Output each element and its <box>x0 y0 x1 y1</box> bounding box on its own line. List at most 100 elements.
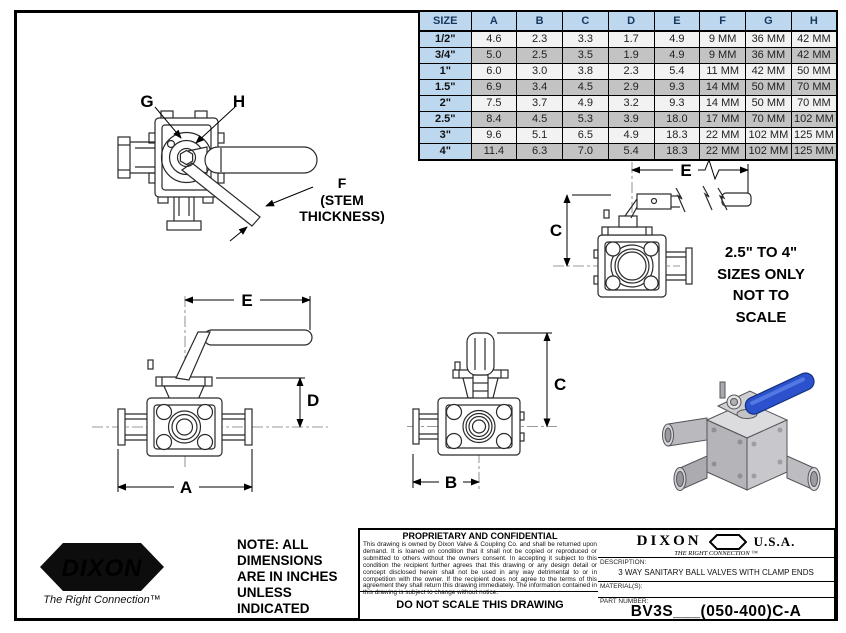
table-header-cell: B <box>516 10 563 32</box>
clamp-end-right <box>222 408 253 446</box>
title-block-right: DIXON U.S.A. THE RIGHT CONNECTION ™ DESC… <box>598 528 836 621</box>
table-cell: 9.3 <box>653 95 701 112</box>
table-size-cell: 1/2" <box>418 30 472 48</box>
dim-label-h: H <box>233 92 245 111</box>
clamp-end-bottom <box>166 197 202 231</box>
table-cell: 22 MM <box>699 127 746 144</box>
proprietary-title: PROPRIETARY AND CONFIDENTIAL <box>402 531 558 541</box>
table-cell: 3.8 <box>562 63 609 80</box>
table-cell: 125 MM <box>790 127 838 144</box>
table-cell: 3.3 <box>562 30 609 48</box>
table-cell: 4.9 <box>653 47 701 64</box>
dim-label-d: D <box>307 391 319 410</box>
table-cell: 3.2 <box>607 95 655 112</box>
valve-handle <box>147 329 313 403</box>
dim-label-e2: E <box>680 161 691 180</box>
table-size-cell: 4" <box>418 143 472 161</box>
table-cell: 18.3 <box>653 127 701 144</box>
dim-label-g: G <box>140 92 153 111</box>
table-header-row: SIZE A B C D E F G H <box>418 10 838 32</box>
table-cell: 3.0 <box>516 63 563 80</box>
table-cell: 5.3 <box>562 111 609 128</box>
logo-tagline: The Right Connection™ <box>43 594 161 606</box>
scale-note-line: NOT TO <box>732 287 790 304</box>
hexagon-logo-icon <box>708 533 747 550</box>
part-number-value: BV3S___(050-400)C-A <box>630 603 802 620</box>
proprietary-text: This drawing is owned by Dixon Valve & C… <box>363 541 597 597</box>
table-cell: 36 MM <box>745 47 792 64</box>
clamp-end-left <box>117 408 147 446</box>
table-cell: 5.4 <box>653 63 701 80</box>
description-label: DESCRIPTION: <box>600 559 647 566</box>
table-header-cell: A <box>470 10 518 32</box>
vertical-handle <box>452 332 509 401</box>
broken-handle <box>601 185 752 236</box>
brand-tagline: THE RIGHT CONNECTION ™ <box>674 550 758 557</box>
table-size-cell: 2.5" <box>418 111 472 128</box>
clamp-end-right-large <box>666 247 693 285</box>
table-header-cell: SIZE <box>418 10 472 32</box>
table-header-cell: G <box>745 10 792 32</box>
materials-section: MATERIAL(S): <box>598 582 834 598</box>
front-view-drawing: E D <box>92 292 328 497</box>
valve-body-side <box>437 397 525 456</box>
table-cell: 70 MM <box>790 95 838 112</box>
table-cell: 5.1 <box>516 127 563 144</box>
dixon-logo-text: DIXON <box>61 555 142 582</box>
top-view-drawing: G H F (STEM THICKNESS) <box>117 92 385 242</box>
table-cell: 6.3 <box>516 143 563 161</box>
table-cell: 3.7 <box>516 95 563 112</box>
valve-body-front <box>146 397 223 457</box>
dimension-E <box>184 296 311 330</box>
table-cell: 6.0 <box>470 63 518 80</box>
scale-note: 2.5" TO 4" SIZES ONLY NOT TO SCALE <box>700 242 822 328</box>
dim-label-e: E <box>241 292 252 310</box>
table-cell: 42 MM <box>790 47 838 64</box>
dimensions-note: NOTE: ALL DIMENSIONS ARE IN INCHES UNLES… <box>237 537 338 616</box>
title-block-left: PROPRIETARY AND CONFIDENTIAL This drawin… <box>358 528 602 621</box>
table-header-cell: E <box>653 10 701 32</box>
description-section: DESCRIPTION: 3 WAY SANITARY BALL VALVES … <box>598 558 834 582</box>
valve-product-image <box>662 372 821 491</box>
table-cell: 22 MM <box>699 143 746 161</box>
break-mark <box>717 187 728 211</box>
table-size-cell: 1.5" <box>418 79 472 96</box>
table-cell: 18.0 <box>653 111 701 128</box>
blue-handle <box>744 372 815 415</box>
table-cell: 7.0 <box>562 143 609 161</box>
dim-label-f-stem: (STEM <box>320 192 364 208</box>
do-not-scale-notice: DO NOT SCALE THIS DRAWING <box>396 599 564 611</box>
table-cell: 102 MM <box>790 111 838 128</box>
table-cell: 50 MM <box>745 95 792 112</box>
table-cell: 14 MM <box>699 95 746 112</box>
table-header-cell: C <box>562 10 609 32</box>
scale-note-line: SIZES ONLY <box>717 265 805 283</box>
clamp-end-left <box>117 136 155 179</box>
valve-body-front-large <box>593 234 667 298</box>
dim-label-a: A <box>180 478 192 497</box>
table-size-cell: 3" <box>418 127 472 144</box>
table-cell: 9 MM <box>699 30 746 48</box>
table-cell: 4.5 <box>516 111 563 128</box>
dimension-C <box>497 332 552 428</box>
table-cell: 2.3 <box>607 63 655 80</box>
side-view-drawing: C B <box>407 332 566 492</box>
part-number-section: PART NUMBER: BV3S___(050-400)C-A <box>598 598 834 621</box>
table-cell: 36 MM <box>745 30 792 48</box>
dimension-G-H-leaders <box>154 106 236 144</box>
table-cell: 18.3 <box>653 143 701 161</box>
table-cell: 7.5 <box>470 95 518 112</box>
table-cell: 11.4 <box>470 143 518 161</box>
table-cell: 3.4 <box>516 79 563 96</box>
dim-label-c: C <box>554 375 566 394</box>
proprietary-section: PROPRIETARY AND CONFIDENTIAL This drawin… <box>360 530 600 596</box>
table-size-cell: 2" <box>418 95 472 112</box>
large-size-view-drawing: E C <box>550 158 752 298</box>
table-cell: 5.0 <box>470 47 518 64</box>
